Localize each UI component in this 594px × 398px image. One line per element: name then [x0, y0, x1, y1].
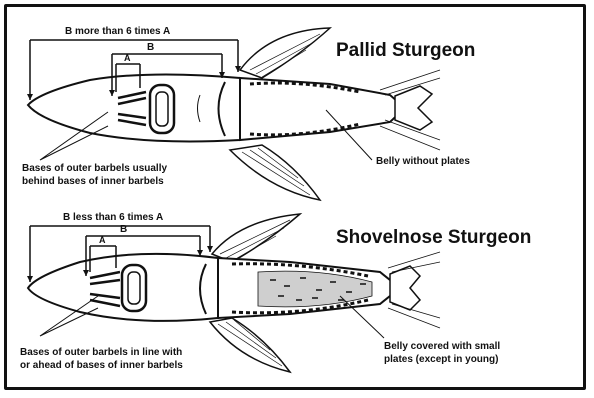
shovelnose-barbel-note-line1: Bases of outer barbels in line with	[20, 347, 182, 358]
pallid-head	[28, 74, 240, 141]
shovelnose-title: Shovelnose Sturgeon	[336, 227, 531, 248]
pallid-barbel-note-line2: behind bases of inner barbels	[22, 176, 164, 187]
pallid-measure-label: B more than 6 times A	[65, 26, 170, 37]
shovelnose-belly-note-line2: plates (except in young)	[384, 354, 498, 365]
pallid-a-label: A	[124, 53, 131, 63]
shovelnose-a-label: A	[99, 235, 106, 245]
shovelnose-b-label: B	[120, 224, 127, 235]
pallid-title: Pallid Sturgeon	[336, 40, 475, 61]
shovelnose-barbel-note-line2: or ahead of bases of inner barbels	[20, 360, 183, 371]
pallid-belly-note: Belly without plates	[376, 156, 470, 167]
shovelnose-measure-label: B less than 6 times A	[63, 212, 163, 223]
shovelnose-tail	[390, 266, 420, 310]
pallid-barbel-note-line1: Bases of outer barbels usually	[22, 163, 167, 174]
pallid-b-label: B	[147, 42, 154, 53]
pallid-tail	[395, 86, 432, 130]
shovelnose-belly-note-line1: Belly covered with small	[384, 341, 500, 352]
